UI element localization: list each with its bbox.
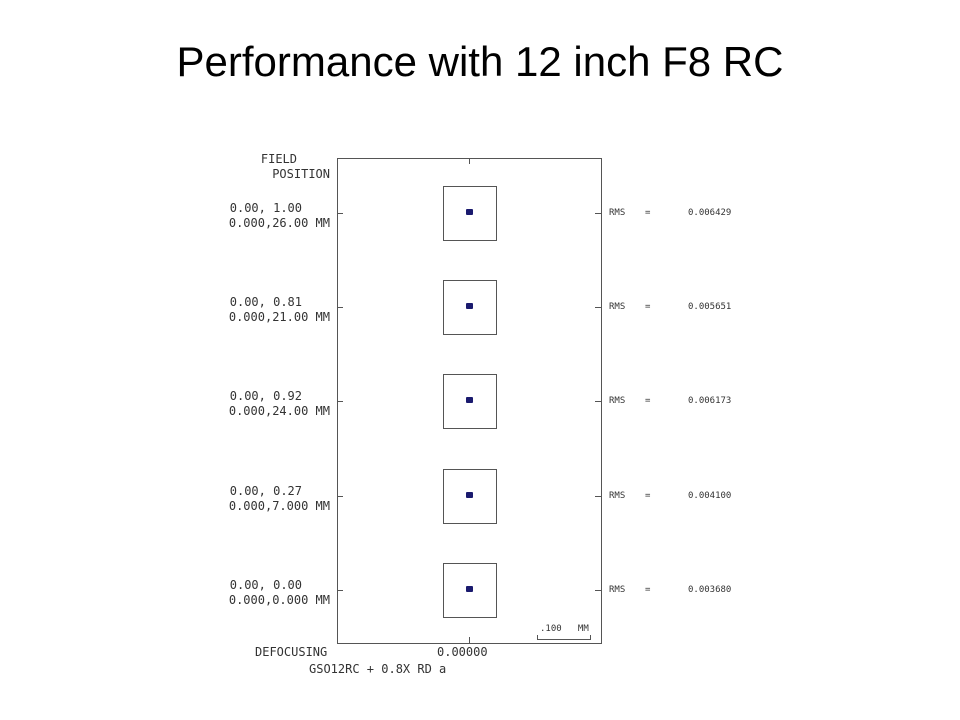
right-tick — [595, 401, 601, 402]
spot — [466, 303, 473, 309]
field-absolute: 0.000,26.00 MM — [228, 216, 330, 230]
scale-bar-end — [537, 635, 538, 640]
field-relative: 0.00, 0.92 — [229, 389, 302, 403]
rms-value: 0.006173 — [688, 396, 732, 406]
rms-value: 0.004100 — [688, 491, 732, 501]
header-line2: POSITION — [272, 167, 330, 181]
scale-label: .100 MM — [540, 624, 589, 634]
field-label: 0.00, 0.00 0.000,0.000 MM — [190, 578, 330, 608]
bottom-tick — [469, 637, 470, 643]
rms-value: 0.005651 — [688, 302, 732, 312]
field-relative: 0.00, 0.81 — [229, 295, 302, 309]
rms-label: RMS — [609, 302, 626, 312]
rms-value: 0.003680 — [688, 585, 732, 595]
left-tick — [337, 307, 343, 308]
field-absolute: 0.000,0.000 MM — [228, 593, 330, 607]
spot — [466, 586, 473, 592]
rms-equals: = — [645, 585, 651, 595]
spot-box — [443, 374, 497, 429]
spot — [466, 397, 473, 403]
spot — [466, 209, 473, 215]
rms-equals: = — [645, 208, 651, 218]
left-tick — [337, 496, 343, 497]
caption: GSO12RC + 0.8X RD a — [309, 662, 447, 676]
field-relative: 0.00, 0.27 — [229, 484, 302, 498]
scale-bar — [537, 639, 591, 640]
left-tick — [337, 590, 343, 591]
scale-bar-end — [590, 635, 591, 640]
rms-label: RMS — [609, 585, 626, 595]
spot-box — [443, 186, 497, 241]
rms-equals: = — [645, 491, 651, 501]
spot-box — [443, 563, 497, 618]
rms-label: RMS — [609, 208, 626, 218]
right-tick — [595, 213, 601, 214]
defocus-label: DEFOCUSING — [255, 645, 328, 659]
rms-label: RMS — [609, 396, 626, 406]
field-label: 0.00, 0.92 0.000,24.00 MM — [190, 389, 330, 419]
field-position-header: FIELD POSITION — [230, 152, 330, 182]
right-tick — [595, 496, 601, 497]
left-tick — [337, 401, 343, 402]
field-relative: 0.00, 0.00 — [229, 578, 302, 592]
spot — [466, 492, 473, 498]
rms-value: 0.006429 — [688, 208, 732, 218]
rms-equals: = — [645, 302, 651, 312]
left-tick — [337, 213, 343, 214]
header-line1: FIELD — [260, 152, 297, 166]
field-label: 0.00, 1.00 0.000,26.00 MM — [190, 201, 330, 231]
rms-label: RMS — [609, 491, 626, 501]
field-absolute: 0.000,7.000 MM — [228, 499, 330, 513]
top-tick — [469, 158, 470, 164]
field-relative: 0.00, 1.00 — [229, 201, 302, 215]
field-label: 0.00, 0.27 0.000,7.000 MM — [190, 484, 330, 514]
spot-box — [443, 280, 497, 335]
spot-box — [443, 469, 497, 524]
field-absolute: 0.000,24.00 MM — [228, 404, 330, 418]
rms-equals: = — [645, 396, 651, 406]
right-tick — [595, 590, 601, 591]
field-label: 0.00, 0.81 0.000,21.00 MM — [190, 295, 330, 325]
defocus-value: 0.00000 — [437, 645, 488, 659]
right-tick — [595, 307, 601, 308]
field-absolute: 0.000,21.00 MM — [228, 310, 330, 324]
slide-title: Performance with 12 inch F8 RC — [176, 38, 784, 85]
